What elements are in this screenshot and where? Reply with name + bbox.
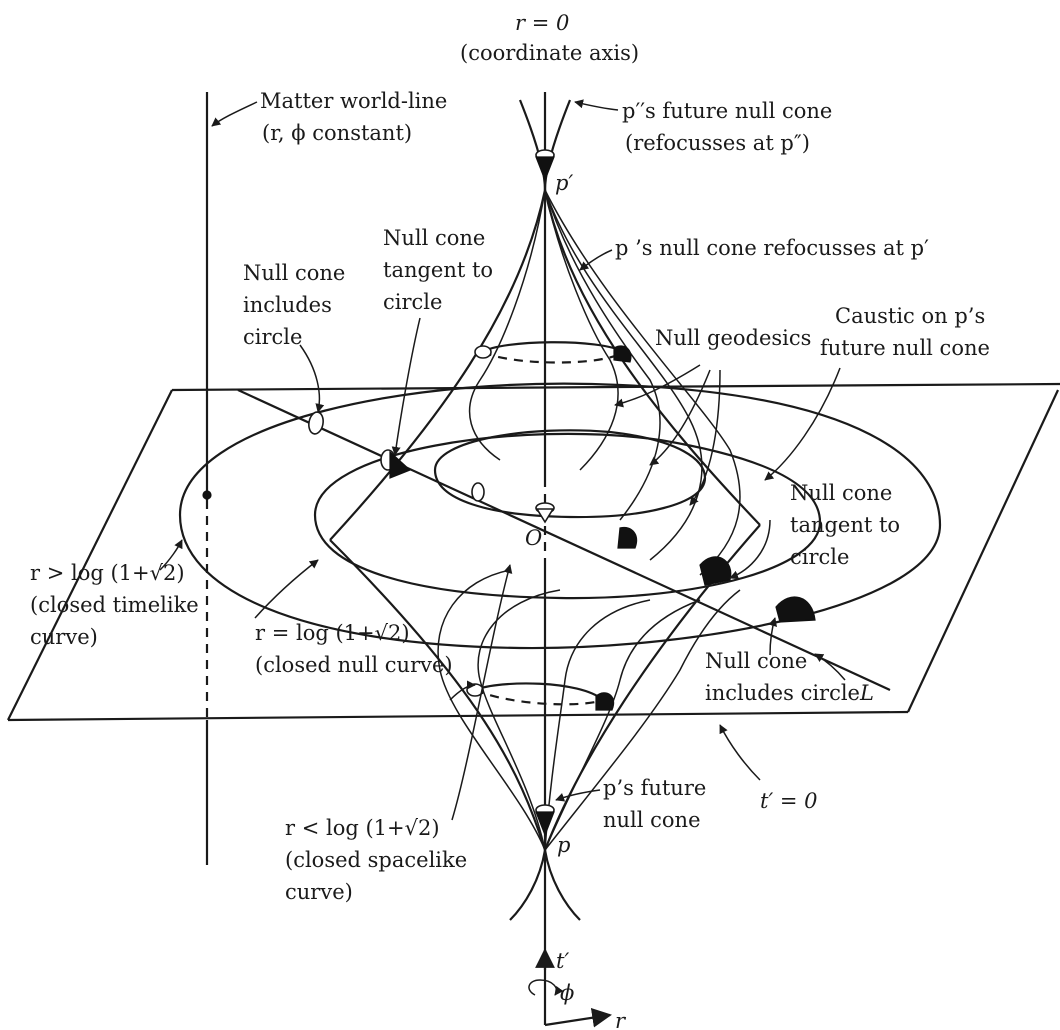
- label-r-eq: r = log (1+√2) (closed null curve): [255, 621, 453, 677]
- svg-text:Matter world-line: Matter world-line: [260, 89, 447, 113]
- label-null-includes-top: Null cone includes circle: [243, 261, 345, 349]
- label-axis-phi: ϕ: [560, 981, 574, 1005]
- cone-tangent-right: [699, 556, 732, 586]
- middle-circle: [313, 432, 822, 600]
- label-t-zero: t′ = 0: [760, 789, 818, 813]
- cone-p: [535, 804, 555, 837]
- label-p-prime: p′: [555, 171, 573, 195]
- cone-includes-right: [775, 596, 816, 623]
- cone-tangent-left: [380, 449, 412, 479]
- label-null-includes-bottom: Null cone includes circle: [705, 649, 860, 705]
- cone-mid1: [471, 482, 485, 502]
- cone-p-prime: [535, 149, 555, 182]
- svg-text:(refocusses at p″): (refocusses at p″): [625, 131, 810, 155]
- label-null-tangent-top: Null cone tangent to circle: [383, 226, 493, 314]
- svg-text:Caustic on p’s: Caustic on p’s: [835, 304, 985, 328]
- svg-text:Null cone: Null cone: [705, 649, 807, 673]
- svg-text:includes circle: includes circle: [705, 681, 860, 705]
- svg-text:circle: circle: [790, 545, 849, 569]
- line-L: [237, 389, 891, 691]
- svg-text:null cone: null cone: [603, 808, 701, 832]
- svg-text:(coordinate axis): (coordinate axis): [460, 41, 639, 65]
- svg-text:p′′s future null cone: p′′s future null cone: [622, 99, 832, 123]
- svg-text:(r, ϕ constant): (r, ϕ constant): [262, 121, 412, 145]
- svg-text:r = log (1+√2): r = log (1+√2): [255, 621, 410, 645]
- label-matter-world-line: Matter world-line (r, ϕ constant): [260, 89, 447, 145]
- outer-circle: [178, 382, 942, 650]
- label-p: p: [557, 833, 570, 857]
- t-zero-plane: [7, 382, 1060, 722]
- label-axis-t: t′: [556, 949, 569, 973]
- label-null-geodesics: Null geodesics: [655, 326, 811, 350]
- lower-null-cone: [329, 524, 761, 921]
- svg-text:future null cone: future null cone: [820, 336, 990, 360]
- light-cones: [308, 149, 816, 837]
- svg-text:r = 0: r = 0: [515, 11, 569, 35]
- svg-text:r < log (1+√2): r < log (1+√2): [285, 816, 440, 840]
- svg-text:(closed spacelike: (closed spacelike: [285, 848, 467, 872]
- label-r-gt: r > log (1+√2) (closed timelike curve): [30, 561, 199, 649]
- svg-text:includes: includes: [243, 293, 332, 317]
- svg-text:(closed null curve): (closed null curve): [255, 653, 453, 677]
- svg-text:p’s future: p’s future: [603, 776, 706, 800]
- label-r0: r = 0 (coordinate axis): [460, 11, 639, 65]
- label-p-refocus: p ’s null cone refocusses at p′: [615, 236, 929, 260]
- svg-text:(closed timelike: (closed timelike: [30, 593, 199, 617]
- label-r-lt: r < log (1+√2) (closed spacelike curve): [285, 816, 467, 904]
- cone-top-left-rim: [474, 345, 492, 359]
- cone-origin: [535, 502, 555, 524]
- label-caustic: Caustic on p’s future null cone: [820, 304, 990, 360]
- svg-text:Null cone: Null cone: [383, 226, 485, 250]
- matter-world-line: [202, 92, 212, 865]
- label-p-future: p’s future null cone: [603, 776, 706, 832]
- svg-text:tangent to: tangent to: [383, 258, 493, 282]
- svg-text:r > log (1+√2): r > log (1+√2): [30, 561, 185, 585]
- cone-mid2: [617, 526, 638, 549]
- label-origin: O: [525, 526, 542, 550]
- svg-text:tangent to: tangent to: [790, 513, 900, 537]
- cone-top-right-rim: [613, 345, 632, 363]
- coordinate-triad: [528, 948, 612, 1028]
- cone-bottom-right-rim: [595, 692, 615, 711]
- inner-circle: [433, 429, 707, 519]
- pointer-arrows: [159, 99, 846, 821]
- label-null-tangent-right: Null cone tangent to circle: [790, 481, 900, 569]
- svg-text:Null cone: Null cone: [243, 261, 345, 285]
- svg-text:curve): curve): [30, 625, 98, 649]
- label-L: L: [859, 681, 874, 705]
- label-axis-r: r: [615, 1009, 627, 1030]
- svg-text:circle: circle: [243, 325, 302, 349]
- svg-text:Null cone: Null cone: [790, 481, 892, 505]
- svg-text:circle: circle: [383, 290, 442, 314]
- svg-text:curve): curve): [285, 880, 353, 904]
- label-p-prime-cone: p′′s future null cone (refocusses at p″): [622, 99, 832, 155]
